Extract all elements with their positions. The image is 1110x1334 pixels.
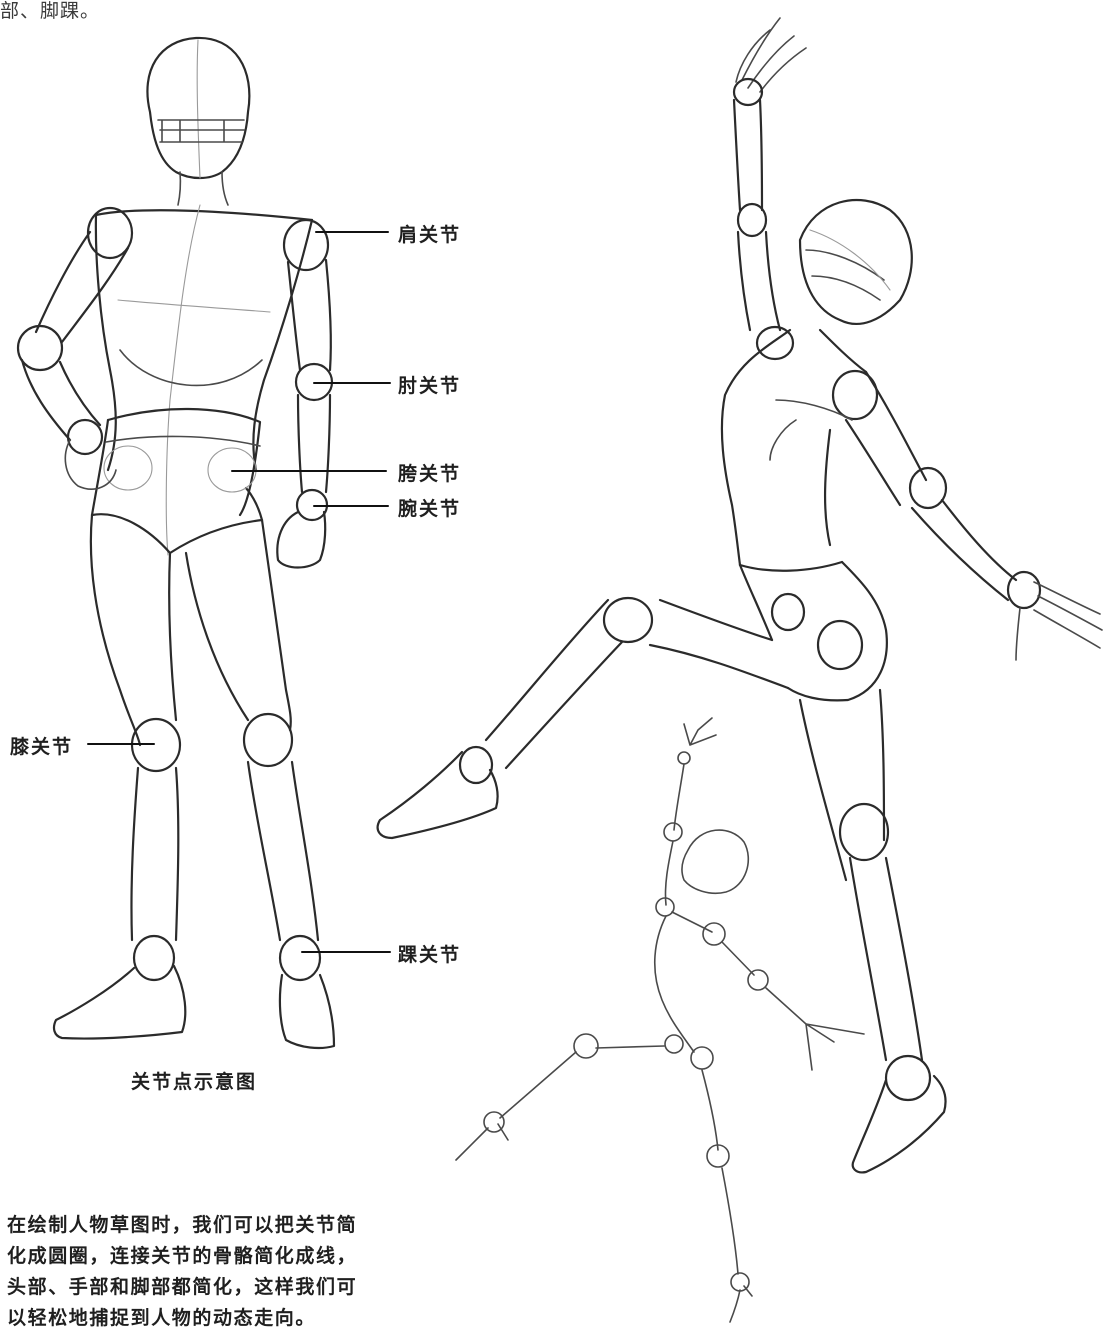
- stick-figure: [456, 718, 864, 1322]
- paragraph-line: 以轻松地捕捉到人物的动态走向。: [7, 1303, 407, 1334]
- paragraph-line: 化成圆圈，连接关节的骨骼简化成线，: [7, 1241, 407, 1272]
- label-knee: 膝关节: [10, 732, 73, 759]
- label-elbow: 肘关节: [398, 371, 461, 398]
- paragraph-line: 头部、手部和脚部都简化，这样我们可: [7, 1272, 407, 1303]
- label-hip: 胯关节: [398, 459, 461, 486]
- label-shoulder: 肩关节: [398, 220, 461, 247]
- standing-figure: [18, 38, 390, 1048]
- figure-caption: 关节点示意图: [131, 1067, 257, 1094]
- label-ankle: 踝关节: [398, 940, 461, 967]
- paragraph-line: 在绘制人物草图时，我们可以把关节简: [7, 1210, 407, 1241]
- dancing-figure: [378, 18, 1102, 1172]
- label-wrist: 腕关节: [398, 494, 461, 521]
- body-paragraph: 在绘制人物草图时，我们可以把关节简 化成圆圈，连接关节的骨骼简化成线， 头部、手…: [7, 1210, 407, 1334]
